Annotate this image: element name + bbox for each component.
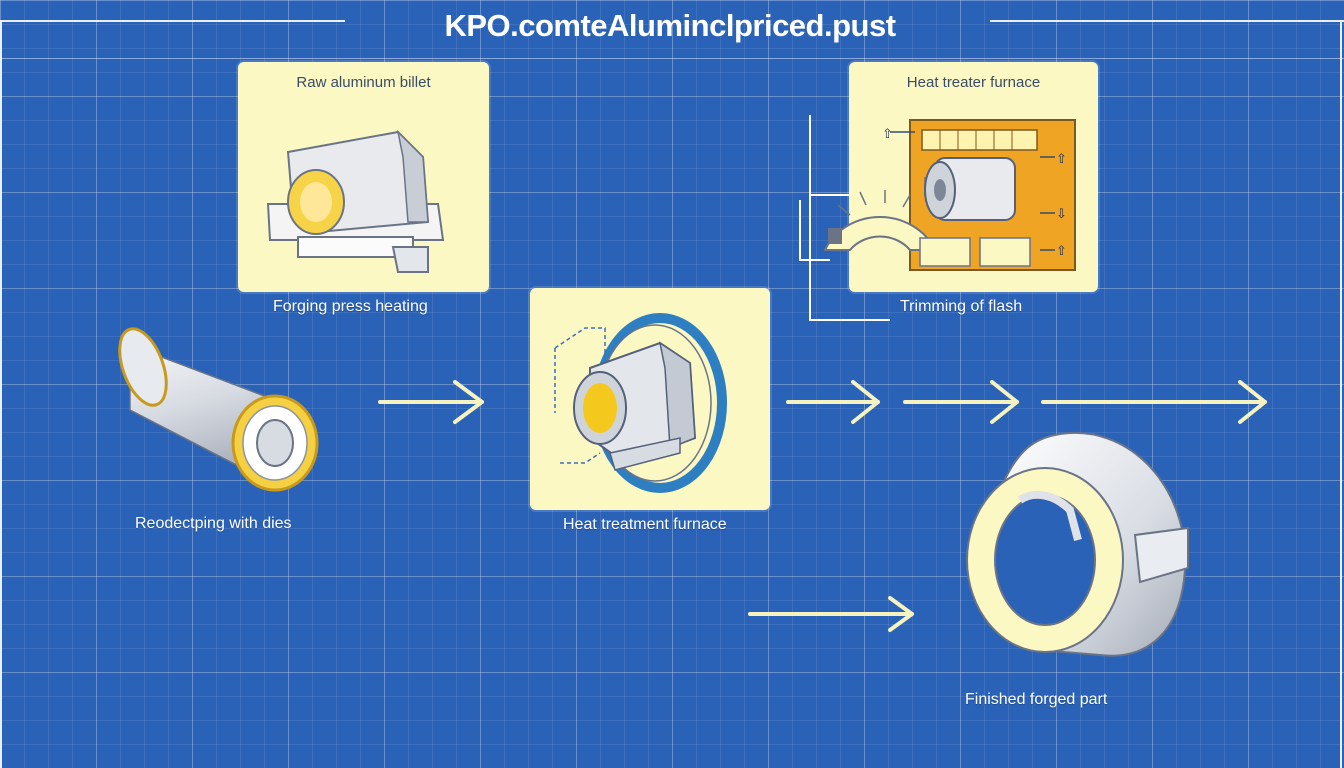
callout-marker-1: ⇧ [882,126,893,141]
frame-inner-line [0,58,1344,59]
frame-top-left [0,20,345,22]
heat-treatment-label: Heat treatment furnace [563,516,727,533]
arrow-2 [786,380,880,424]
frame-left [0,20,2,768]
frame-top-right [990,20,1344,22]
arrow-5 [748,596,914,632]
finished-ring-illustration [966,432,1189,657]
cylinder-billet-illustration [118,327,319,492]
heat-treatment-card [530,288,770,510]
callout-marker-4: ⇧ [1056,243,1067,258]
redecting-label: Reodectping with dies [135,515,292,532]
arrow-4 [1041,380,1267,424]
furnace-illustration [799,115,1076,321]
heat-treater-label: Heat treater furnace [906,74,1041,91]
arrow-3 [903,380,1019,424]
raw-billet-card: Raw aluminum billet [238,62,489,292]
die-assembly-illustration [554,313,727,493]
billet-block-illustration [266,129,445,273]
callout-marker-3: ⇩ [1056,206,1067,221]
raw-billet-label: Raw aluminum billet [296,74,431,91]
forging-press-label: Forging press heating [273,298,428,315]
trimming-label: Trimming of flash [900,298,1023,315]
frame-right [1340,20,1342,768]
page-title: KPO.comteAluminclpriced.pust [444,8,896,43]
finished-label: Finished forged part [965,691,1108,708]
arrow-1 [378,380,484,424]
callout-marker-2: ⇧ [1056,151,1067,166]
